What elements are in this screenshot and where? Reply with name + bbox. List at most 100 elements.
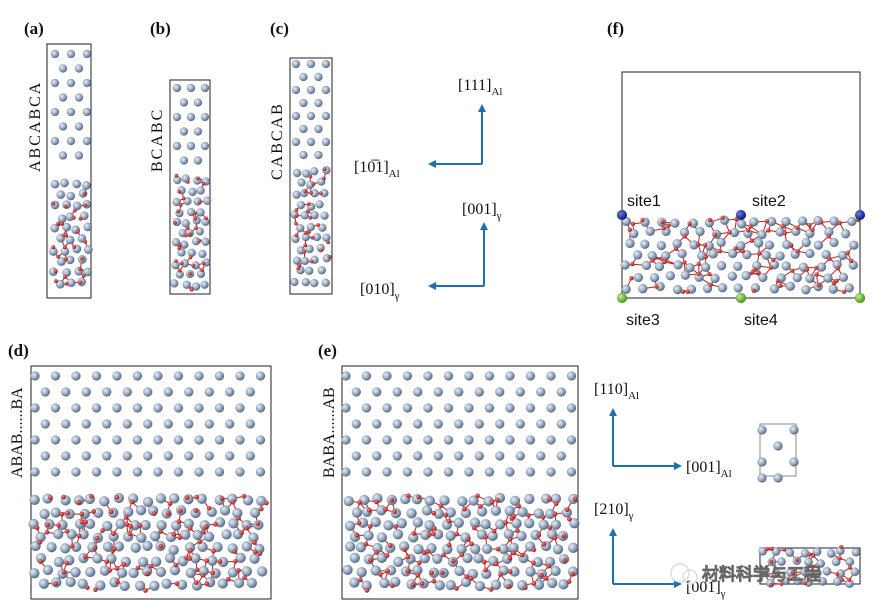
al-atom [81, 419, 92, 429]
al-atom [376, 532, 388, 543]
al-atom [826, 549, 836, 558]
al-atom [736, 241, 746, 251]
o-atom [326, 240, 331, 245]
al-atom [547, 577, 558, 589]
o-atom [682, 234, 687, 239]
al-atom [473, 553, 484, 564]
al-atom [761, 250, 771, 260]
al-atom [106, 553, 117, 564]
al-atom [153, 403, 163, 413]
o-atom [803, 581, 808, 586]
o-atom [429, 570, 435, 576]
al-atom [771, 547, 781, 556]
o-atom [541, 541, 547, 547]
al-atom [484, 435, 495, 445]
o-atom [630, 261, 635, 267]
al-atom [781, 261, 791, 271]
o-atom [764, 219, 770, 224]
o-atom [446, 518, 452, 524]
al-atom [453, 517, 464, 528]
o-atom [37, 539, 43, 545]
al-atom [71, 467, 81, 477]
al-atom [194, 467, 204, 477]
al-atom [741, 270, 751, 281]
o-atom [241, 493, 247, 499]
axis-gamma-horizontal: [010]γ [360, 281, 400, 302]
o-atom [411, 530, 417, 536]
o-atom [522, 585, 528, 591]
o-atom [194, 225, 199, 230]
al-atom [62, 222, 72, 232]
o-atom [416, 560, 422, 566]
al-atom [382, 435, 392, 445]
al-atom [186, 83, 196, 93]
al-atom [137, 556, 149, 568]
o-atom [468, 576, 474, 581]
al-atom [58, 64, 68, 73]
al-atom [255, 435, 266, 445]
o-atom [795, 249, 800, 254]
al-atom [188, 187, 197, 197]
o-atom [393, 524, 399, 529]
al-atom [363, 530, 374, 541]
o-atom [244, 525, 249, 531]
al-atom [828, 284, 838, 294]
al-atom [143, 451, 153, 461]
al-atom [163, 387, 174, 397]
al-atom [423, 467, 433, 477]
o-atom [192, 211, 197, 216]
al-atom [838, 250, 848, 261]
al-atom [321, 111, 331, 121]
al-atom [71, 371, 81, 381]
o-atom [62, 245, 67, 250]
o-atom [553, 501, 559, 507]
o-atom [173, 259, 178, 264]
al-atom [132, 371, 143, 381]
o-atom [92, 545, 98, 551]
o-atom [713, 232, 718, 237]
al-atom [341, 403, 351, 413]
o-atom [200, 529, 206, 535]
al-atom [177, 248, 186, 257]
o-atom [296, 266, 301, 271]
o-atom [810, 227, 815, 232]
o-atom [818, 220, 824, 225]
al-atom [153, 371, 163, 381]
o-atom [204, 581, 210, 587]
o-atom [766, 228, 771, 233]
o-atom [431, 531, 436, 537]
al-atom [112, 403, 122, 413]
al-atom [536, 451, 546, 461]
al-atom [402, 467, 413, 477]
al-atom [424, 495, 435, 506]
o-atom [176, 209, 181, 214]
al-atom [61, 387, 71, 397]
al-atom [149, 580, 160, 591]
al-atom [77, 578, 88, 589]
al-atom [695, 226, 705, 237]
al-atom [185, 567, 197, 579]
o-atom [80, 256, 85, 261]
al-atom [130, 542, 142, 553]
al-atom [241, 566, 253, 577]
o-atom [561, 533, 567, 539]
o-atom [530, 560, 536, 566]
o-atom [547, 496, 553, 502]
al-atom [524, 493, 535, 505]
atom-layer [28, 49, 866, 593]
o-atom [177, 268, 182, 273]
al-atom [143, 419, 153, 429]
o-atom [310, 235, 315, 240]
o-atom [780, 224, 786, 229]
o-atom [808, 564, 813, 569]
al-atom [412, 517, 424, 528]
al-atom [302, 169, 311, 178]
o-atom [498, 571, 503, 577]
al-atom [314, 150, 323, 160]
o-atom [841, 289, 847, 295]
o-atom [177, 508, 183, 514]
o-atom [795, 225, 800, 230]
al-atom [187, 248, 197, 258]
o-atom [562, 557, 568, 563]
o-atom [76, 499, 82, 505]
